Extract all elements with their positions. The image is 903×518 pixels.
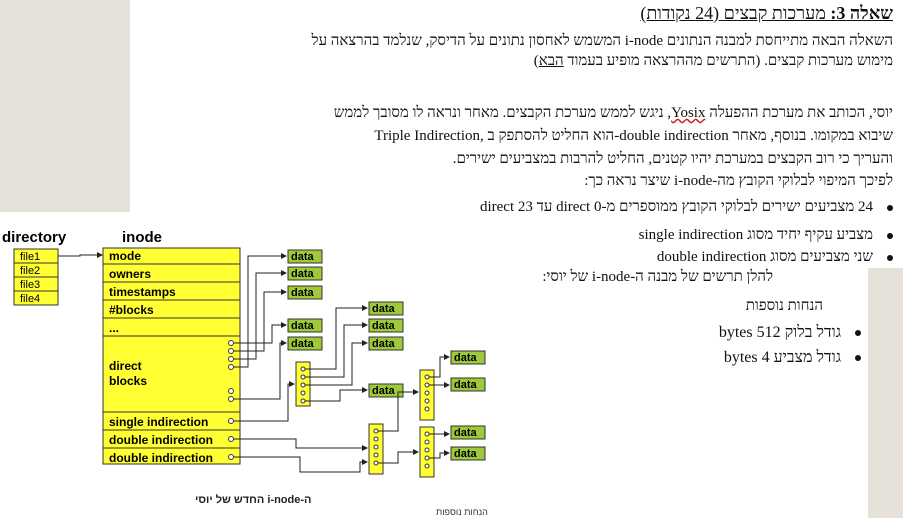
data-blocks-single: data data data data bbox=[368, 301, 404, 398]
data-5: data bbox=[291, 338, 315, 350]
assumptions-panel bbox=[498, 268, 868, 518]
assumption-block-size: גודל בלוק 512 bytes bbox=[719, 323, 861, 343]
data-7: data bbox=[372, 320, 396, 332]
data-blocks-double: data data data data bbox=[450, 350, 486, 461]
diagram-caption: ה-i-node החדש של יוסי bbox=[195, 494, 312, 506]
left-margin bbox=[0, 0, 130, 212]
field-mode: mode bbox=[109, 249, 141, 263]
cut-off-caption: הנחות נוספות bbox=[436, 507, 488, 517]
question-title: שאלה 3: מערכות קבצים (24 נקודות) bbox=[640, 3, 893, 23]
para-line-3: והעריך כי רוב הקבצים במערכת יהיו קטנים, … bbox=[452, 151, 893, 167]
directory-files: file1 file2 file3 file4 bbox=[13, 248, 59, 306]
para-line-1: יוסי, הכותב את מערכת ההפעלה Yosix, ניגש … bbox=[333, 105, 893, 121]
bullet-direct: 24 מצביעים ישירים לבלוקי הקובץ ממוספרים … bbox=[480, 198, 893, 216]
data-1: data bbox=[291, 251, 315, 263]
directory-label: directory bbox=[2, 229, 67, 246]
para-line-2: Triple Indirection, הוא החליט להסתפק ב-d… bbox=[374, 128, 893, 144]
assumption-pointer-size: גודל מצביע 4 bytes bbox=[724, 348, 861, 368]
inode-box: mode owners timestamps #blocks ... direc… bbox=[102, 247, 241, 465]
data-11: data bbox=[454, 379, 478, 391]
field-blocks: #blocks bbox=[109, 303, 154, 317]
field-ellipsis: ... bbox=[109, 321, 119, 335]
data-blocks-direct: data data data data data bbox=[287, 249, 323, 351]
field-single-indirection: single indirection bbox=[109, 415, 208, 429]
inode-diagram: directory inode file1 file2 file3 file4 … bbox=[2, 229, 486, 478]
field-double-indirection-1: double indirection bbox=[109, 433, 213, 447]
intro-line-2: מימוש מערכות קבצים. (התרשים מההרצאה מופי… bbox=[533, 53, 893, 69]
right-margin bbox=[868, 268, 903, 518]
field-owners: owners bbox=[109, 267, 151, 281]
data-3: data bbox=[291, 287, 315, 299]
data-2: data bbox=[291, 268, 315, 280]
inode-label: inode bbox=[122, 229, 162, 246]
bullet-double: שני מצביעים מסוג double indirection bbox=[657, 248, 893, 266]
file2-label: file2 bbox=[20, 265, 40, 277]
assumptions-heading: הנחות נוספות bbox=[745, 298, 823, 314]
data-12: data bbox=[454, 427, 478, 439]
bullet-single: מצביע עקיף יחיד מסוג single indirection bbox=[639, 226, 893, 244]
file4-label: file4 bbox=[20, 293, 40, 305]
file3-label: file3 bbox=[20, 279, 40, 291]
data-8: data bbox=[372, 338, 396, 350]
data-9: data bbox=[372, 385, 396, 397]
intro-line-1: השאלה הבאה מתייחסת למבנה הנתונים i-node … bbox=[311, 33, 893, 49]
file1-label: file1 bbox=[20, 251, 40, 263]
data-10: data bbox=[454, 352, 478, 364]
data-6: data bbox=[372, 303, 396, 315]
data-4: data bbox=[291, 320, 315, 332]
diagram-background bbox=[0, 212, 498, 518]
after-bullets-line: להלן תרשים של מבנה ה-i-node של יוסי: bbox=[542, 269, 773, 285]
para-line-4: לפיכך המיפוי לבלוקי הקובץ מה-i-node שיצר… bbox=[584, 173, 893, 189]
field-timestamps: timestamps bbox=[109, 285, 176, 299]
field-double-indirection-2: double indirection bbox=[109, 451, 213, 465]
data-13: data bbox=[454, 448, 478, 460]
